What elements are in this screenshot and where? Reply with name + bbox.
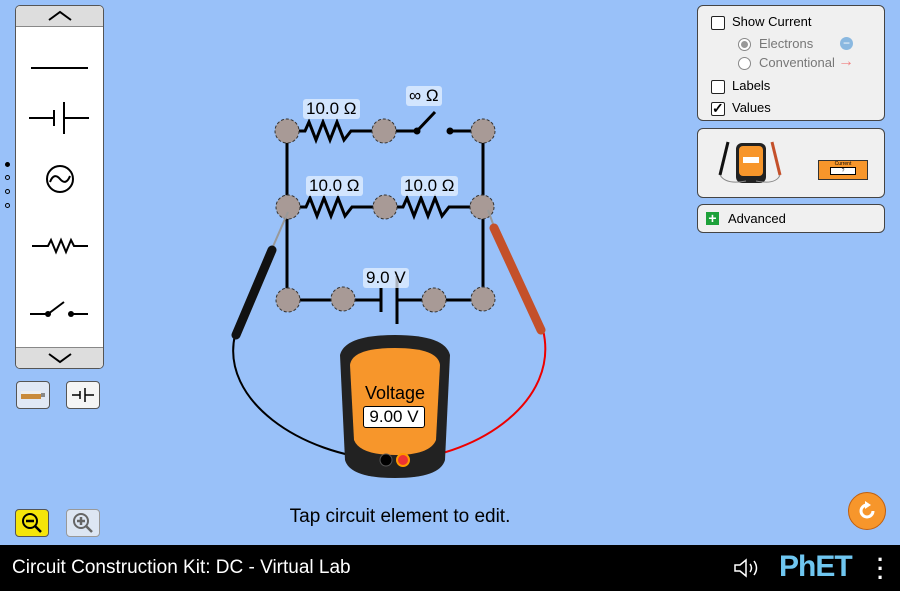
- resistor-tool[interactable]: [32, 237, 88, 255]
- sound-icon[interactable]: [733, 557, 763, 579]
- reset-button[interactable]: [848, 492, 886, 530]
- conventional-label: Conventional: [759, 55, 835, 70]
- carousel-down-button[interactable]: [16, 347, 103, 368]
- sensor-toolbox: Current?: [697, 128, 885, 198]
- labels-label: Labels: [732, 78, 771, 93]
- page-dot[interactable]: [5, 162, 10, 167]
- resistor-1-value: 10.0 Ω: [303, 99, 360, 119]
- component-carousel: [15, 5, 104, 369]
- plus-icon[interactable]: +: [706, 211, 719, 225]
- zoom-in-icon: [73, 513, 93, 533]
- labels-checkbox[interactable]: Labels: [711, 78, 770, 94]
- arrow-right-icon: →: [838, 53, 854, 70]
- resistor-2[interactable]: [288, 193, 385, 221]
- values-checkbox[interactable]: ✓Values: [711, 99, 771, 116]
- vertices[interactable]: [274, 118, 496, 313]
- advanced-panel[interactable]: + Advanced: [697, 204, 885, 233]
- ammeter-tool[interactable]: Current?: [818, 160, 868, 180]
- ammeter-label: Current: [834, 161, 852, 167]
- zoom-out-button[interactable]: [15, 509, 49, 537]
- menu-icon[interactable]: ···: [877, 547, 885, 590]
- resistor-3-value: 10.0 Ω: [401, 176, 458, 196]
- view-options-panel: Show Current Electrons − Conventional → …: [697, 5, 885, 121]
- page-dot[interactable]: [5, 175, 10, 180]
- zoom-in-button[interactable]: [66, 509, 100, 537]
- voltmeter-reading: 9.00 V: [363, 406, 425, 428]
- switch-value: ∞ Ω: [406, 86, 442, 106]
- ammeter-value: ?: [830, 167, 856, 175]
- phet-logo[interactable]: PhET: [779, 550, 853, 583]
- red-probe[interactable]: [487, 209, 546, 335]
- conventional-radio[interactable]: Conventional: [738, 55, 835, 71]
- electrons-label: Electrons: [759, 36, 814, 51]
- battery-value: 9.0 V: [363, 268, 409, 288]
- reset-icon: [859, 501, 875, 519]
- resistor-2-value: 10.0 Ω: [306, 176, 363, 196]
- electron-icon: −: [840, 37, 853, 50]
- chevron-up-icon: [47, 10, 72, 21]
- values-label: Values: [732, 100, 771, 115]
- resistor-3[interactable]: [385, 193, 482, 221]
- battery-tool[interactable]: [29, 102, 89, 134]
- lifelike-view-button[interactable]: [16, 381, 50, 409]
- carousel-up-button[interactable]: [16, 6, 103, 27]
- status-message: Tap circuit element to edit.: [289, 506, 511, 527]
- black-probe[interactable]: [231, 211, 289, 340]
- page-dot[interactable]: [5, 189, 10, 194]
- switch-tool[interactable]: [30, 301, 88, 317]
- light-bulb-tool[interactable]: [46, 165, 74, 193]
- chevron-down-icon: [47, 353, 72, 364]
- resistor-1[interactable]: [287, 117, 384, 145]
- show-current-checkbox[interactable]: Show Current: [711, 14, 811, 30]
- schematic-view-button[interactable]: [66, 381, 100, 409]
- voltmeter-tool[interactable]: [716, 137, 786, 187]
- voltmeter-label: Voltage: [364, 383, 426, 403]
- advanced-label: Advanced: [728, 211, 786, 226]
- carousel-items: [29, 67, 89, 317]
- realistic-battery-icon: [21, 391, 45, 399]
- navigation-bar: Circuit Construction Kit: DC - Virtual L…: [0, 545, 900, 591]
- page-dot[interactable]: [5, 203, 10, 208]
- show-current-label: Show Current: [732, 14, 812, 29]
- electrons-radio[interactable]: Electrons: [738, 36, 814, 52]
- schematic-battery-icon: [72, 388, 94, 402]
- circuit-canvas: [231, 110, 547, 478]
- zoom-out-icon: [22, 513, 42, 533]
- sim-title: Circuit Construction Kit: DC - Virtual L…: [12, 557, 351, 578]
